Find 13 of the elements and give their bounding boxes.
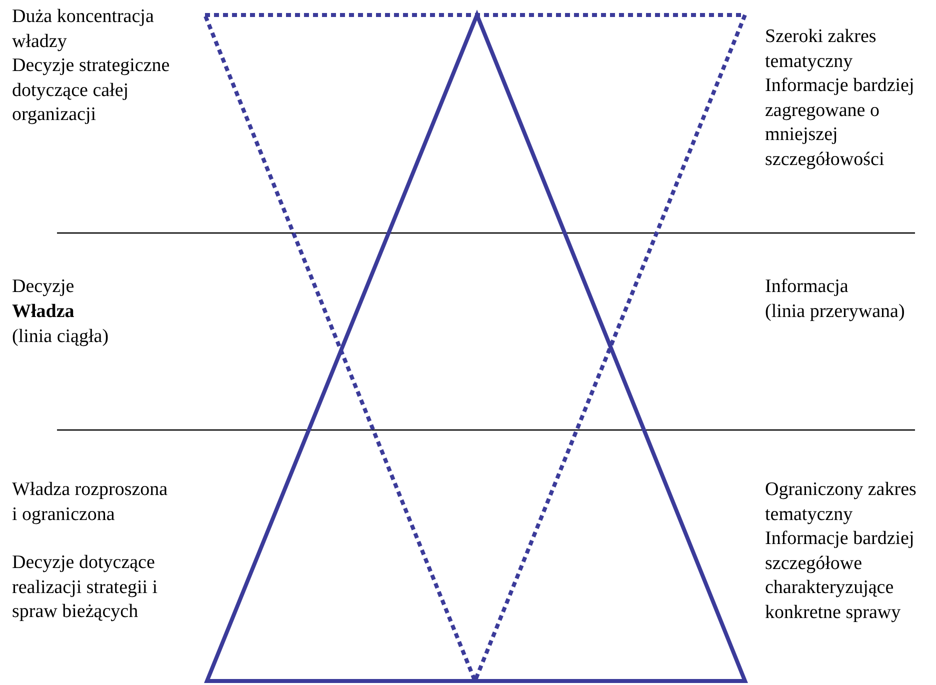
side-note: Ograniczony zakres tematyczny — [765, 478, 918, 526]
side-note: (linia ciągła) — [12, 325, 110, 349]
side-note: Decyzje strategiczne dotyczące całej organizacji — [12, 54, 171, 127]
side-note: Decyzje dotyczące realizacji strategii i spraw bieżących — [12, 551, 159, 624]
side-note: (linia przerywana) — [765, 300, 906, 324]
side-note: Informacje bardziej szczegółowe charakteryzujące konkretne sprawy — [765, 527, 916, 624]
side-note: Informacje bardziej zagregowane o mniejszej szczegółowości — [765, 74, 916, 172]
side-note: Informacja — [765, 275, 850, 299]
side-note: Szeroki zakres tematyczny — [765, 25, 878, 74]
side-note: Władza — [12, 300, 76, 324]
side-note: Decyzje — [12, 275, 76, 299]
side-note: Duża koncentracja władzy — [12, 5, 155, 54]
side-note: Władza rozproszona i ograniczona — [12, 478, 169, 526]
